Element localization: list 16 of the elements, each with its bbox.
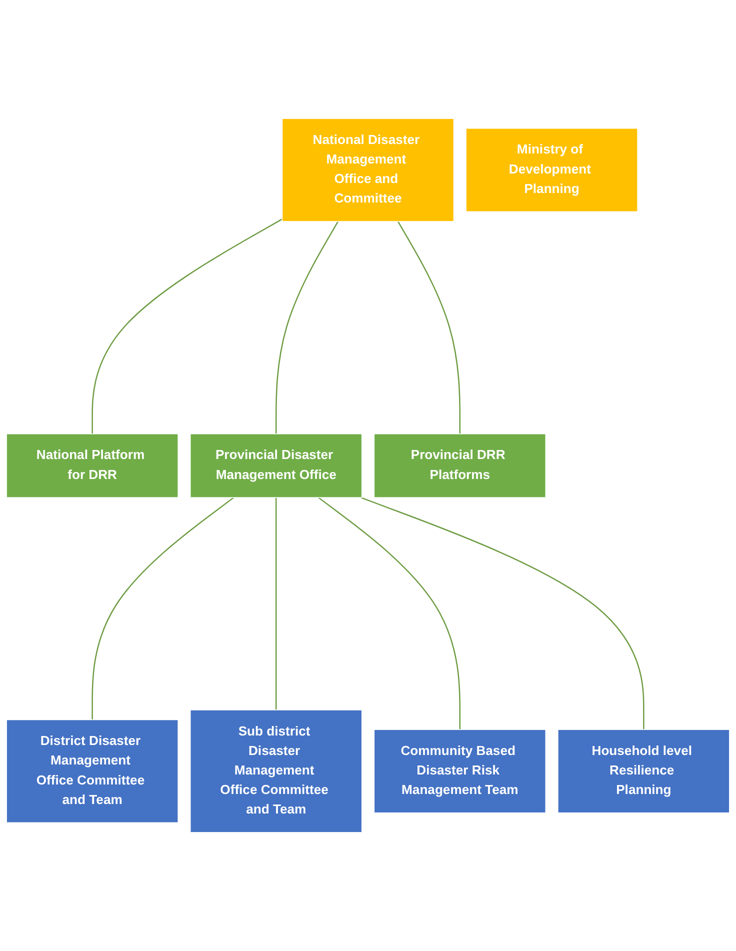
- node-box: Community Based Disaster Risk Management Team: [374, 729, 546, 814]
- node-box: National Platform for DRR: [6, 433, 178, 498]
- connector: [92, 497, 234, 720]
- connector: [276, 498, 277, 710]
- connector: [318, 497, 460, 730]
- node-box: Household level Resilience Planning: [558, 729, 730, 814]
- connector: [276, 221, 339, 434]
- node-box: Ministry of Development Planning: [466, 128, 638, 212]
- connector: [92, 218, 283, 434]
- node-box: Provincial DRR Platforms: [374, 433, 546, 498]
- node-box: District Disaster Management Office Committee and Team: [6, 719, 178, 824]
- node-box: Sub district Disaster Management Office Committee and Team: [190, 710, 362, 833]
- connector: [360, 496, 644, 730]
- node-box: Provincial Disaster Management Office: [190, 433, 362, 498]
- connector: [397, 221, 460, 434]
- node-box: National Disaster Management Office and Committee: [282, 118, 454, 222]
